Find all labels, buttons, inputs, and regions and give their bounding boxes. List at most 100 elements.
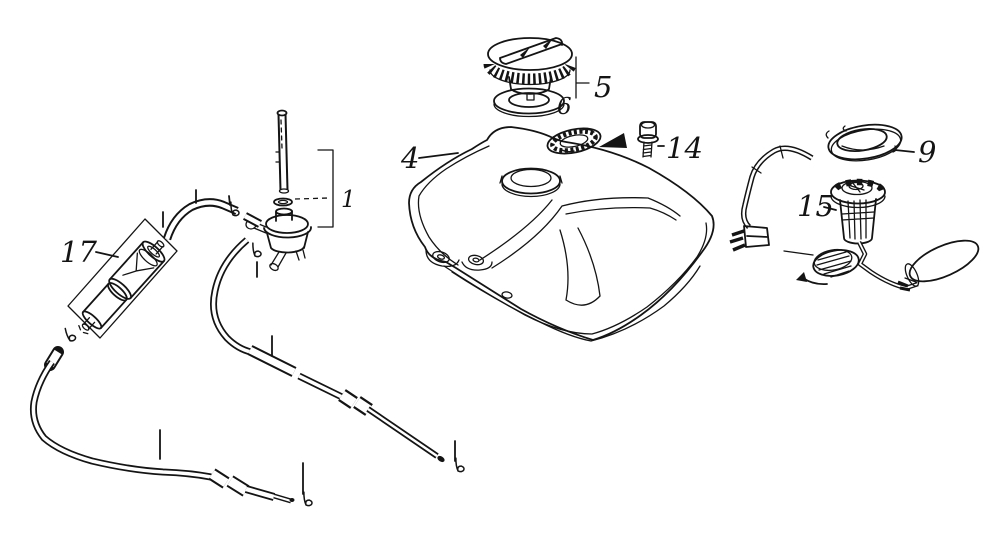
sender-wire-core [742,146,813,228]
hose-clip-icon [454,456,466,473]
valve-outlet [270,249,306,268]
lock-ring-outer [812,249,860,277]
filter-nipple-end [81,323,90,331]
cap-grip-bar [499,37,564,65]
tank-tabs [425,249,493,271]
float-end-cap [904,263,920,287]
tank-shell-edge [451,265,701,342]
callout-9-leader [894,149,915,153]
o-ring-inner [277,199,289,205]
cable-ferrules-core [209,470,249,495]
short-hose-core [243,214,262,226]
gauge-cover-edge [830,128,902,162]
callout-4-leader [418,152,459,159]
sender-flange [830,179,886,205]
hose-tip [437,455,445,463]
fuel-hose-core [211,238,252,354]
filler-opening-inner [510,168,552,188]
lock-ring-leader [783,250,814,256]
callout-17-leader [95,251,119,258]
callout-5: 5 [594,70,612,104]
cable-tip-end [289,498,295,502]
o-ring [273,197,293,207]
hose-ferrules-core [339,391,372,414]
fuel-tank [408,126,715,342]
cable-core [31,360,212,479]
tank-bolt-hole [501,291,513,299]
gauge-collar-castellation [550,129,598,153]
tank-seam-bottom [443,222,708,335]
fuel-filter [78,240,166,335]
fuel-sender-assembly [729,123,980,292]
hose-link-core [298,374,343,399]
leader-ticks [159,189,456,495]
gauge-cover-details [825,125,897,153]
fuel-valve-assembly [245,109,334,272]
cap-arrow-icon [520,47,530,58]
valve-outlet-end [269,262,279,272]
callout-1-dashed-leader [294,197,330,200]
hose-end-core [367,407,438,458]
filter-stub [150,241,164,255]
cap-tab [526,94,535,101]
callout-4: 4 [400,141,419,175]
filter-joint [107,282,128,302]
filler-opening-outer [501,167,561,195]
callout-5-bracket [575,56,590,99]
connector-terminals [729,229,746,252]
tube-bottom-opening [278,188,290,194]
wire-connector [743,225,770,248]
cable-tip-core [273,495,292,502]
filter-end [141,240,166,263]
filter-stub-end [156,240,165,248]
fuel-filter-assembly [67,218,178,339]
cap-gasket-thickness [493,103,565,118]
tank-bolt-hole [436,254,446,260]
sender-center [848,181,864,191]
valve-top [275,207,293,216]
filter-lower-cylinder [82,282,128,329]
tank-bolt-hole [467,254,485,266]
callout-15: 15 [797,189,834,223]
sender-flange-thickness [830,195,886,209]
cable-shaft-core [245,486,275,500]
wire-bands [751,145,784,174]
hose-clip-icon [302,490,314,507]
hoses-and-cables [30,189,466,507]
elbow-hose-core [164,200,238,240]
cap-arrow-icon [543,38,553,49]
gauge-collar-detail [559,128,595,153]
gauge-cover-outer [827,123,903,161]
filter-end-inner [147,245,161,258]
cap-gasket-outer [493,87,565,115]
fuel-filler-cap [483,37,590,118]
rotation-arrow-icon [796,272,807,282]
tube-ticks [275,151,280,163]
gauge-collar-hole [559,134,589,148]
filter-nipple [78,317,96,335]
tank-bolt-hole [472,257,480,263]
cap-rim [487,37,573,71]
filter-cup [138,248,158,267]
float-pivot [897,280,911,292]
tank-bolt-hole [432,250,450,264]
gauge-collar-rim [546,127,602,155]
filter-upper-cylinder [108,241,165,300]
lock-ring-hatch [816,251,852,278]
filler-opening-thickness [501,183,561,198]
filter-end [108,277,132,300]
tube-top-cap [276,109,288,117]
cap-gasket-inner [508,92,550,108]
filler-opening-notches [499,175,563,184]
hose-clip-icon [63,325,78,343]
bolt-head-top [640,121,656,129]
filter-end [81,310,103,330]
callout-17: 17 [60,235,97,269]
cap-band-edge [489,69,571,86]
tank-recess-lines [479,197,681,306]
lock-ring-inner [813,248,853,272]
sender-body-stripes [841,199,875,240]
callout-9: 9 [918,135,936,169]
filter-box [67,218,178,339]
